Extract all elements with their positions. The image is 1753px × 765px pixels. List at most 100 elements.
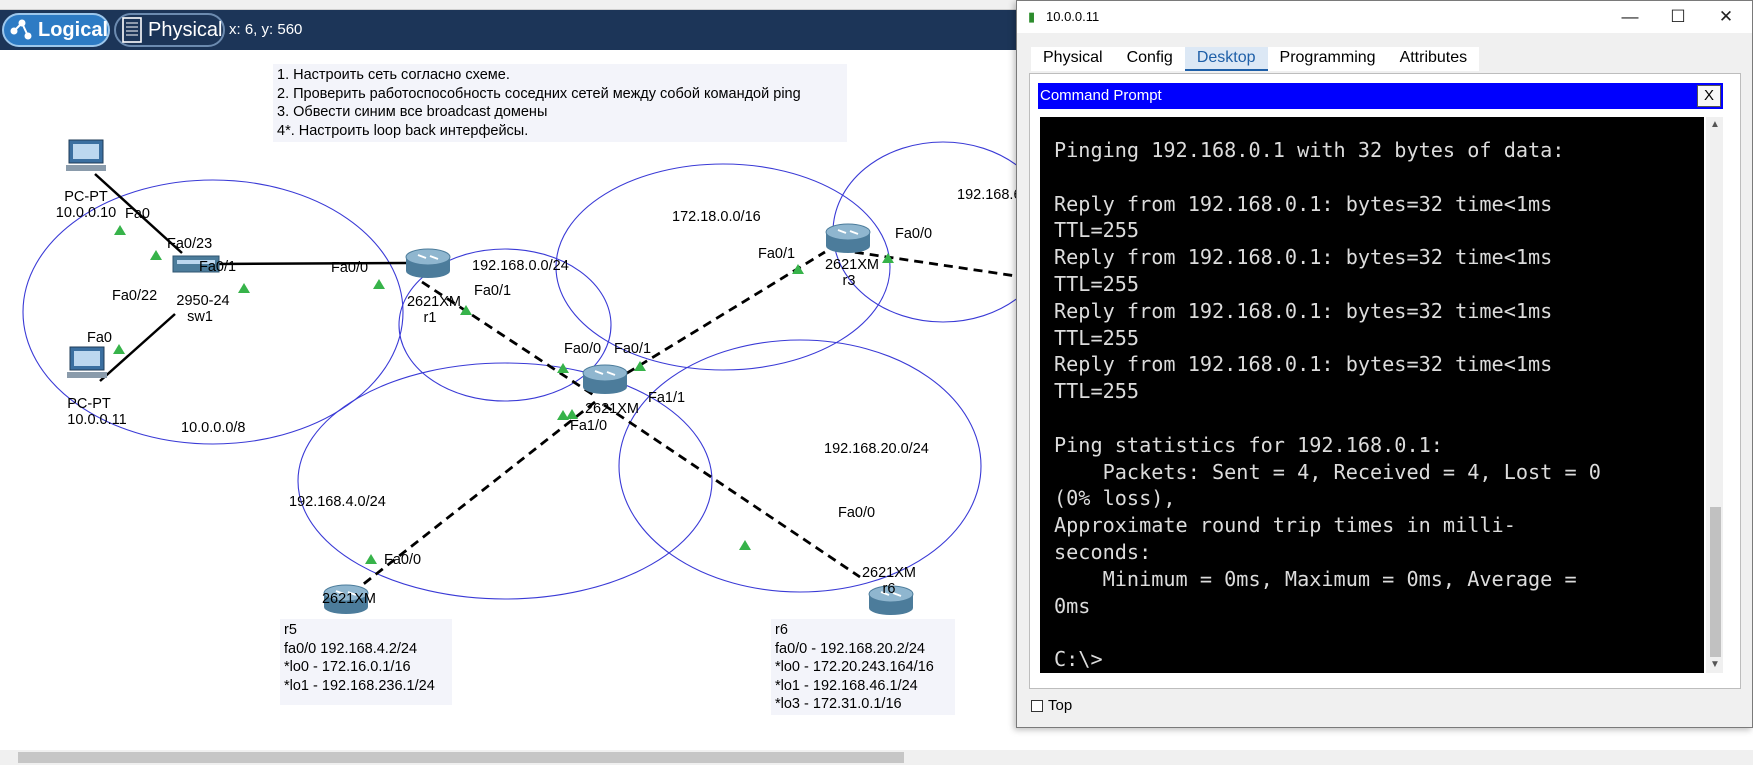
pc-screen	[74, 351, 100, 366]
console-line	[1054, 164, 1694, 191]
network-link	[209, 261, 407, 266]
router-base	[324, 600, 368, 614]
pc-keyboard	[66, 165, 106, 171]
device-model-label: 2621XM	[862, 565, 916, 581]
r5-config-note[interactable]: r5 fa0/0 192.168.4.2/24 *lo0 - 172.16.0.…	[280, 619, 452, 705]
console-line: C:\>	[1054, 647, 1103, 672]
port-label: Fa0	[87, 330, 112, 346]
router-icon	[825, 223, 871, 241]
broadcast-domain-ellipse	[22, 179, 404, 445]
note-line: fa0/0 - 192.168.20.2/24	[775, 640, 925, 657]
physical-view-button[interactable]: Physical	[114, 13, 225, 47]
cursor-coordinates: x: 6, y: 560	[229, 21, 303, 38]
console-line: (0% loss),	[1054, 486, 1176, 511]
port-label: Fa1/0	[570, 418, 607, 434]
port-label: Fa0/0	[564, 341, 601, 357]
port-status-indicator	[739, 540, 751, 550]
port-status-indicator	[566, 409, 578, 419]
command-prompt-console[interactable]: Pinging 192.168.0.1 with 32 bytes of dat…	[1040, 117, 1704, 673]
console-line: Reply from 192.168.0.1: bytes=32 time<1m…	[1054, 352, 1553, 377]
toolbar-strip	[0, 0, 1753, 10]
broadcast-domain-ellipse	[398, 248, 612, 402]
logical-view-button[interactable]: Logical	[2, 13, 110, 47]
command-prompt-title: Command Prompt	[1040, 87, 1162, 104]
console-scroll-thumb[interactable]	[1710, 507, 1721, 657]
router-arrows	[417, 254, 439, 260]
port-status-indicator	[113, 344, 125, 354]
tab-config[interactable]: Config	[1114, 47, 1185, 71]
console-line: seconds:	[1054, 539, 1152, 564]
console-line: Reply from 192.168.0.1: bytes=32 time<1m…	[1054, 298, 1553, 323]
network-topology: PC-PT10.0.0.10PC-PT10.0.0.112950-24sw126…	[22, 139, 1016, 615]
port-status-indicator	[792, 264, 804, 274]
minimize-button[interactable]: —	[1621, 7, 1639, 26]
top-checkbox-label: Top	[1048, 697, 1073, 714]
pc-device-icon: ▮	[1028, 9, 1036, 24]
logical-topology-icon	[10, 19, 32, 40]
console-line: Approximate round trip times in milli-	[1054, 513, 1516, 538]
device-model-label: PC-PT	[64, 189, 108, 205]
tab-programming[interactable]: Programming	[1267, 47, 1388, 71]
tab-attributes[interactable]: Attributes	[1387, 47, 1480, 71]
port-label: Fa0/1	[614, 341, 651, 357]
window-titlebar[interactable]: ▮ 10.0.0.11 — ☐ ✕	[1017, 1, 1752, 33]
router-arrows	[880, 591, 902, 597]
close-app-button[interactable]: X	[1697, 85, 1721, 107]
device-name-label: r6	[883, 581, 896, 597]
console-line: Packets: Sent = 4, Received = 4, Lost = …	[1054, 459, 1601, 484]
port-status-indicator	[150, 250, 162, 260]
console-scrollbar[interactable]: ▲ ▼	[1706, 117, 1723, 673]
router-icon	[868, 585, 914, 603]
tab-desktop[interactable]: Desktop	[1184, 47, 1268, 71]
network-label: 192.168.20.0/24	[824, 441, 929, 457]
console-line: Reply from 192.168.0.1: bytes=32 time<1m…	[1054, 245, 1553, 270]
r6-config-note[interactable]: r6 fa0/0 - 192.168.20.2/24 *lo0 - 172.20…	[771, 619, 955, 715]
console-line: TTL=255	[1054, 218, 1140, 243]
device-name-label: r3	[843, 273, 856, 289]
router-base	[826, 239, 870, 253]
console-line: Minimum = 0ms, Maximum = 0ms, Average =	[1054, 566, 1577, 591]
task-note[interactable]: 1. Настроить сеть согласно схеме. 2. Про…	[273, 64, 847, 142]
scroll-down-icon[interactable]: ▼	[1710, 659, 1720, 670]
router-arrows	[837, 229, 859, 235]
port-label: Fa0/0	[331, 260, 368, 276]
window-title: 10.0.0.11	[1046, 9, 1100, 24]
top-checkbox[interactable]: Top	[1031, 697, 1072, 714]
note-line: *lo1 - 192.168.236.1/24	[284, 677, 435, 694]
device-window[interactable]: ▮ 10.0.0.11 — ☐ ✕ Physical Config Deskto…	[1016, 0, 1753, 728]
scroll-up-icon[interactable]: ▲	[1710, 119, 1720, 130]
task-line: 2. Проверить работоспособность соседних …	[277, 85, 801, 102]
router-arrows	[594, 370, 616, 376]
network-link	[603, 403, 861, 579]
note-line: r6	[775, 622, 788, 638]
network-label: 192.168.6.0/24	[957, 187, 1016, 203]
device-model-label: PC-PT	[67, 396, 111, 412]
device-model-label: 2621XM	[322, 591, 376, 607]
task-line: 1. Настроить сеть согласно схеме.	[277, 67, 510, 83]
device-model-label: 2950-24	[176, 293, 229, 309]
router-base	[406, 264, 450, 278]
console-line	[1054, 405, 1694, 432]
task-line: 4*. Настроить loop back интерфейсы.	[277, 122, 529, 139]
network-label: 192.168.4.0/24	[289, 494, 386, 510]
command-prompt-header: Command Prompt X	[1038, 83, 1723, 109]
console-line: TTL=255	[1054, 325, 1140, 350]
device-name-label: r1	[424, 310, 437, 326]
router-icon	[582, 364, 628, 382]
close-window-button[interactable]: ✕	[1718, 7, 1734, 26]
console-line: TTL=255	[1054, 379, 1140, 404]
top-checkbox-box[interactable]	[1031, 699, 1043, 712]
broadcast-domain-ellipse	[555, 163, 891, 371]
maximize-button[interactable]: ☐	[1670, 7, 1686, 26]
note-line: r5	[284, 622, 297, 638]
scrollbar-thumb[interactable]	[18, 752, 904, 763]
horizontal-scrollbar[interactable]	[0, 750, 1753, 765]
port-label: Fa0/0	[838, 505, 875, 521]
broadcast-domain-ellipse	[618, 339, 982, 593]
pc-screen	[73, 144, 99, 159]
tab-physical[interactable]: Physical	[1031, 47, 1115, 71]
network-label: 10.0.0.0/8	[181, 420, 246, 436]
port-status-indicator	[373, 279, 385, 289]
device-name-label: sw1	[187, 309, 213, 325]
port-status-indicator	[460, 305, 472, 315]
